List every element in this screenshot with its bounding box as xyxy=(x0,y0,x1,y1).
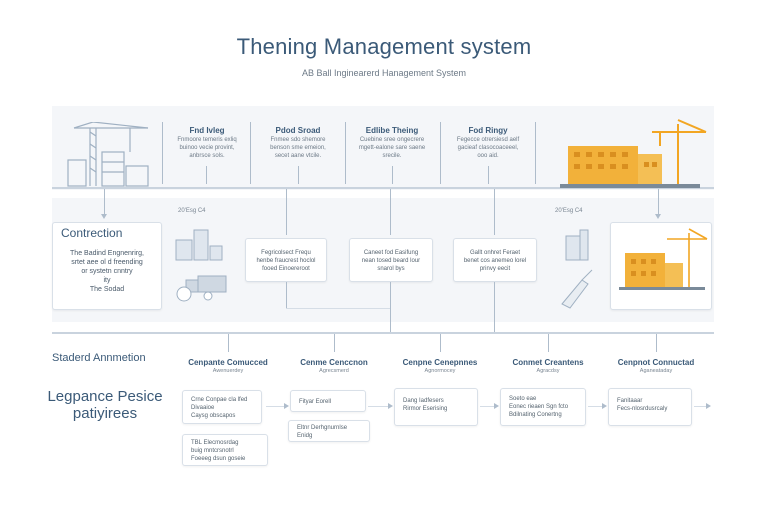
contrection-line: The Sodad xyxy=(89,286,125,293)
column-sub: Agnormocey xyxy=(424,368,456,374)
process-box: Caneet fod Easifung nean tosed beard lou… xyxy=(349,238,433,282)
process-box: Fegricolsect Frequ henbe fraucrest hoclo… xyxy=(245,238,327,282)
crane-illustration-left xyxy=(67,122,149,187)
building-illustration-right xyxy=(560,119,707,188)
task-box: Soeto eae Eonec rieaen Sgn fcto Bdilnati… xyxy=(500,388,586,426)
top-step-label: Fnd Ivleg xyxy=(189,126,225,135)
arrow-right-icon xyxy=(284,403,289,409)
column-head: Cenpne Cenepnnes xyxy=(402,358,478,367)
standard-annmetion-title: Staderd Annmetion xyxy=(52,352,146,364)
task-item: Fecs-nlosrdusrcaly xyxy=(617,406,668,412)
task-item: Dang Iadfesers xyxy=(403,398,444,404)
process-box: Gallt onhret Feraet benet cos anemeo lor… xyxy=(453,238,537,282)
task-box: Fityar Eorell xyxy=(290,390,366,412)
page-subtitle: AB Ball Inginearerd Hanagement System xyxy=(301,68,467,78)
middle-left-label: 20'Esg C4 xyxy=(178,208,206,214)
contrection-line: srtet aee ol d freending xyxy=(71,259,143,266)
arrow-right-icon xyxy=(706,403,711,409)
column-sub: Agrecsmerd xyxy=(319,368,349,374)
task-item: Soeto eae xyxy=(509,396,537,402)
task-item: Eonec rieaen Sgn fcto Bdilnating Conertn… xyxy=(509,404,569,418)
column-sub: Agracdsy xyxy=(536,368,560,374)
divider xyxy=(440,122,441,184)
contrection-panel: Contrection The Badind Engnenrirg, srtet… xyxy=(52,222,162,310)
task-item: Rirmor Eserising xyxy=(403,406,448,412)
column-sub: Aganeataday xyxy=(639,368,673,374)
divider xyxy=(345,122,346,184)
column-head: Cenme Cenccnon xyxy=(300,358,368,367)
tools-illustration xyxy=(561,229,593,309)
contrection-line: ity xyxy=(103,277,111,284)
arrow-down-icon xyxy=(655,214,661,219)
arrow-right-icon xyxy=(388,403,393,409)
arrow-down-icon xyxy=(101,214,107,219)
top-step-desc: Cuebine sree ongecrere mgett-ealone sare… xyxy=(358,137,426,159)
top-step-desc: Fegecce otrersiesd aelf gacieaf clasocoa… xyxy=(456,137,520,159)
task-item: Fanitaaar xyxy=(617,398,643,404)
top-step-label: Fod Ringy xyxy=(468,126,508,135)
divider xyxy=(162,122,163,184)
timeline-line xyxy=(52,187,714,189)
page-title: Thening Management system xyxy=(236,34,532,59)
construction-illustration xyxy=(619,228,708,290)
contrection-line: or systetn cnntry xyxy=(81,268,133,275)
top-step-label: Edlibe Theing xyxy=(365,126,419,135)
legpance-title: Legpance Pesice patiyirees xyxy=(47,388,163,422)
divider xyxy=(535,122,536,184)
vehicle-illustration xyxy=(175,229,227,302)
building-panel xyxy=(610,222,712,310)
column-sub: Awenuerdey xyxy=(212,368,244,374)
column-head: Cenpante Comucced xyxy=(188,358,268,367)
top-step-label: Pdod Sroad xyxy=(275,126,321,135)
divider xyxy=(250,122,251,184)
task-box: TBL Elecmosrdag buig mntcrsnotrl Foeeeg … xyxy=(182,434,268,466)
column-head: Conmet Creantens xyxy=(512,358,584,367)
middle-right-label: 20'Esg C4 xyxy=(555,208,583,214)
arrow-right-icon xyxy=(602,403,607,409)
task-box: Fanitaaar Fecs-nlosrdusrcaly xyxy=(608,388,692,426)
contrection-line: The Badind Engnenrirg, xyxy=(70,250,144,257)
bottom-timeline-line xyxy=(52,332,714,334)
task-box: Dang Iadfesers Rirmor Eserising xyxy=(394,388,478,426)
task-box: Eltnr Derhgnurnlse Enidg xyxy=(288,420,370,442)
arrow-right-icon xyxy=(494,403,499,409)
task-box: Crne Conpae cla lfed Divaaioe Caysg obsc… xyxy=(182,390,262,424)
contrection-title: Contrection xyxy=(61,226,123,240)
top-step-desc: Fnmoore temeris exliq buinoo vecie provi… xyxy=(177,137,237,159)
column-head: Cenpnot Connuctad xyxy=(617,358,695,367)
top-step-desc: Fnmee sdo shemore benson sme emeion, sec… xyxy=(270,137,326,159)
